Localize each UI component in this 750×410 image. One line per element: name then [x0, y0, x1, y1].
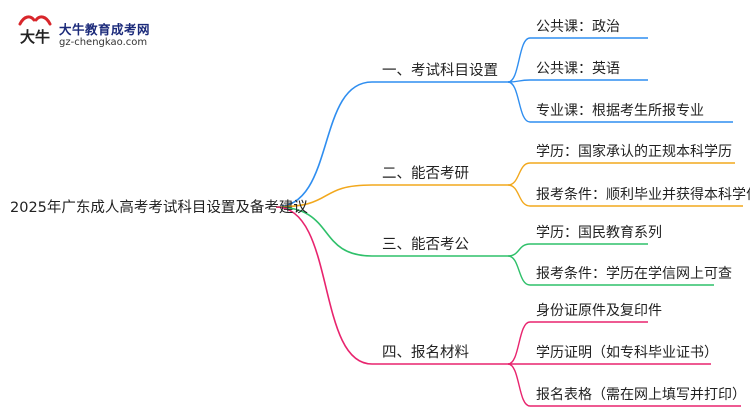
logo-mark-text: 大牛 [20, 28, 50, 46]
branch-leaf-connector [507, 363, 531, 407]
leaf-node-label: 学历：国家承认的正规本科学历 [536, 143, 732, 160]
bull-logo-icon: 大牛 [18, 15, 52, 46]
logo-title: 大牛教育成考网 [59, 22, 151, 37]
logo-url: gz-chengkao.com [59, 37, 148, 48]
mind-map-nodes: 2025年广东成人高考考试科目设置及备考建议 一、考试科目设置 公共课：政治公共课… [10, 19, 750, 403]
leaf-node-label: 身份证原件及复印件 [536, 302, 662, 319]
leaf-node-label: 专业课：根据考生所报专业 [536, 103, 704, 119]
site-logo: 大牛 大牛教育成考网 gz-chengkao.com [14, 12, 164, 52]
leaf-node-label: 学历证明（如专科毕业证书） [536, 345, 718, 361]
mind-map-edges [275, 37, 743, 407]
branch-node-label: 一、考试科目设置 [382, 62, 498, 79]
branch-leaf-connector [507, 81, 531, 123]
root-branch-connector [275, 206, 373, 257]
leaf-node-label: 报考条件：顺利毕业并获得本科学位 [536, 186, 750, 203]
branch-leaf-connector [507, 184, 531, 207]
leaf-node-label: 学历：国民教育系列 [536, 225, 662, 241]
root-node-label: 2025年广东成人高考考试科目设置及备考建议 [10, 199, 308, 216]
root-branch-connector [275, 81, 373, 208]
branch-node-label: 二、能否考研 [382, 165, 469, 182]
leaf-node-label: 报考条件：学历在学信网上可查 [536, 265, 732, 282]
leaf-node-label: 公共课：英语 [536, 60, 620, 77]
branch-leaf-connector [507, 255, 531, 286]
branch-node-label: 四、报名材料 [382, 344, 469, 361]
leaf-node-label: 公共课：政治 [536, 19, 620, 35]
branch-leaf-connector [507, 37, 531, 83]
branch-leaf-connector [507, 243, 531, 257]
root-branch-connector [275, 184, 373, 208]
leaf-node-label: 报名表格（需在网上填写并打印） [536, 386, 746, 403]
branch-leaf-connector [507, 321, 531, 365]
root-branch-connector [275, 206, 373, 365]
branch-leaf-connector [507, 162, 531, 186]
branch-node-label: 三、能否考公 [382, 236, 469, 253]
